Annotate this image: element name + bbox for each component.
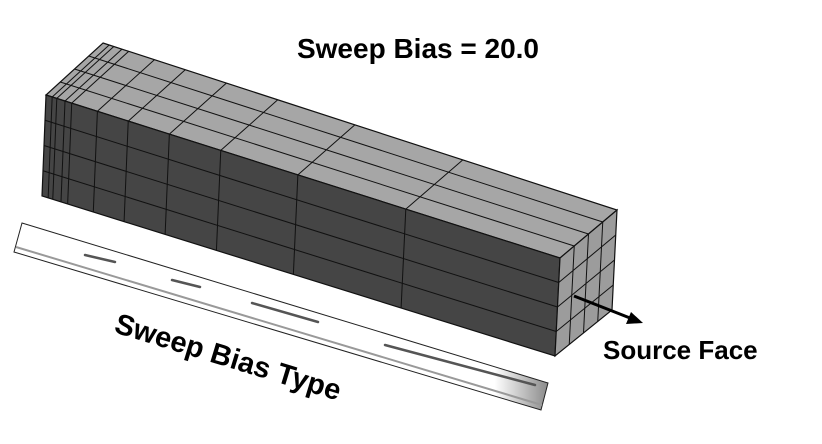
front-grid-line xyxy=(42,170,557,332)
bias-dash xyxy=(83,253,117,264)
hex-mesh-block xyxy=(41,42,619,358)
arrow-head-icon xyxy=(626,312,643,324)
front-grid-line xyxy=(44,119,559,283)
front-grid-line xyxy=(43,145,558,308)
end-grid-line xyxy=(555,284,614,332)
bias-dashes xyxy=(83,253,537,387)
sweep-bias-type-bar xyxy=(13,222,549,411)
top-grid-line xyxy=(74,68,589,235)
top-grid-line xyxy=(60,81,575,247)
source-face-label: Source Face xyxy=(603,335,758,365)
top-grid-line xyxy=(88,55,603,223)
bias-dash xyxy=(383,343,537,387)
bias-dash xyxy=(170,278,202,289)
bias-dash xyxy=(250,301,320,324)
title: Sweep Bias = 20.0 xyxy=(297,33,539,64)
end-grid-line xyxy=(583,233,589,334)
source-face-arrow xyxy=(573,294,643,324)
